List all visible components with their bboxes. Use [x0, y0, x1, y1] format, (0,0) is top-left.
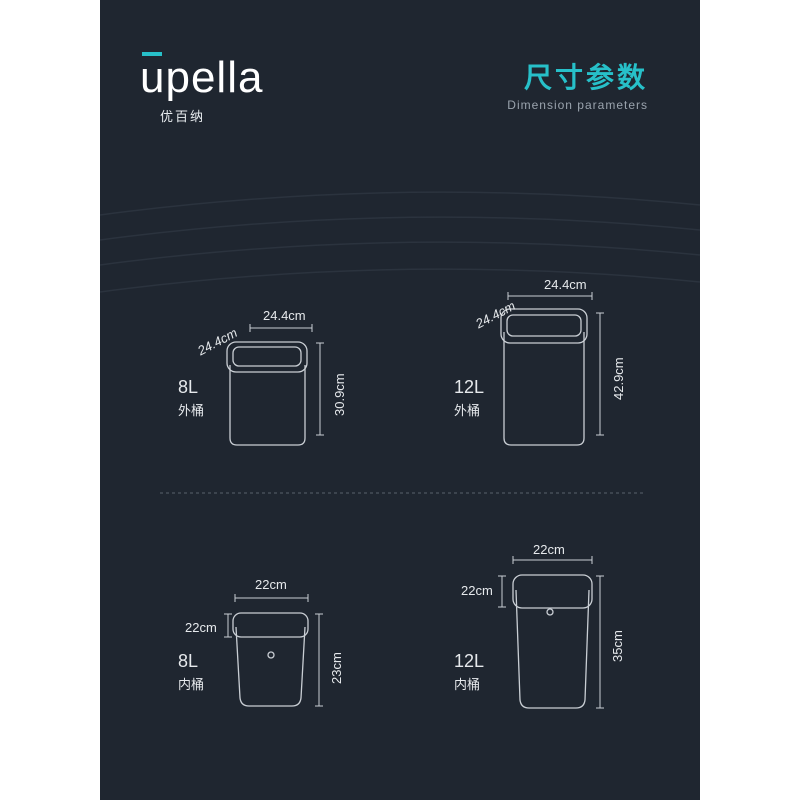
bin-type-label: 内桶 [178, 678, 205, 693]
width-label: 22cm [255, 577, 287, 592]
capacity-label: 8L [178, 377, 199, 397]
capacity-label: 12L [454, 651, 485, 671]
height-label: 42.9cm [611, 357, 626, 400]
capacity-label: 8L [178, 651, 199, 671]
height-label: 30.9cm [332, 373, 347, 416]
depth-label: 22cm [461, 583, 493, 598]
bin-12l-inner [512, 574, 593, 709]
bin-8l-inner [232, 612, 309, 707]
product-spec-panel: upella 优百纳 尺寸参数 Dimension parameters 8L … [100, 0, 700, 800]
dim-lines-8l-outer [249, 324, 324, 436]
bin-12l-outer [500, 308, 588, 446]
width-label: 22cm [533, 542, 565, 557]
page-heading: 尺寸参数 Dimension parameters [507, 61, 648, 113]
depth-label: 22cm [185, 620, 217, 635]
width-label: 24.4cm [544, 277, 587, 292]
height-label: 23cm [329, 652, 344, 684]
width-label: 24.4cm [263, 308, 306, 323]
height-label: 35cm [610, 630, 625, 662]
logo-text: upella [140, 53, 264, 102]
capacity-label: 12L [454, 377, 485, 397]
brand-logo: upella 优百纳 [140, 52, 264, 125]
bin-8l-outer [226, 341, 308, 446]
bin-type-label: 外桶 [178, 404, 205, 419]
dim-lines-12l-outer [507, 292, 604, 436]
artwork-layer [100, 191, 700, 709]
background-waves [100, 191, 700, 293]
bin-type-label: 外桶 [454, 404, 481, 419]
logo-wordmark: upella [140, 52, 264, 102]
page-subtitle: Dimension parameters [507, 98, 648, 112]
brand-subtitle: 优百纳 [160, 110, 206, 125]
logo-accent-bar [142, 52, 162, 56]
page-title: 尺寸参数 [523, 61, 648, 94]
dim-lines-8l-inner [224, 594, 323, 707]
dim-lines-12l-inner [498, 556, 604, 709]
bin-type-label: 内桶 [454, 678, 481, 693]
